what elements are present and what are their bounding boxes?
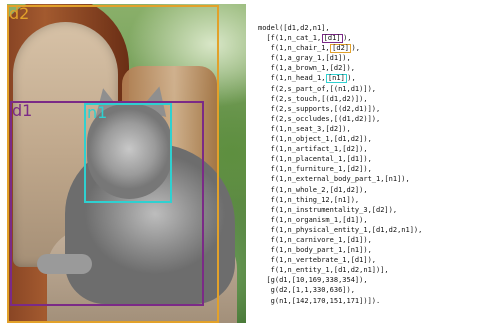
code-line: f(1,n_physical_entity_1,[d1,d2,n1]),	[258, 225, 472, 235]
code-line: f(2,s_part_of,[(n1,d1)]),	[258, 84, 472, 94]
code-line: f(2,s_occludes,[(d1,d2)]),	[258, 114, 472, 124]
code-line: [f(1,n_cat_1,[d1]),	[258, 33, 472, 44]
bbox-d2	[7, 5, 219, 323]
code-line: f(1,n_whole_2,[d1,d2]),	[258, 185, 472, 195]
code-text: f(2,s_supports,[(d2,d1)]),	[258, 104, 381, 113]
code-text: f(1,n_entity_1,[d1,d2,n1])],	[258, 266, 389, 275]
code-line: model([d1,d2,n1],	[258, 23, 472, 33]
code-line: f(1,n_instrumentality_3,[d2]),	[258, 205, 472, 215]
code-text: model([d1,d2,n1],	[258, 24, 330, 32]
code-text: g(n1,[142,170,151,171])]).	[258, 296, 381, 305]
code-text: f(1,n_body_part_1,[n1]),	[258, 246, 372, 255]
code-text: ),	[343, 34, 352, 43]
code-text: f(1,n_vertebrate_1,[d1]),	[258, 256, 377, 265]
bbox-n1	[84, 103, 172, 203]
code-text: f(1,n_carnivore_1,[d1]),	[258, 235, 372, 244]
code-text: f(1,n_whole_2,[d1,d2]),	[258, 185, 368, 194]
code-line: f(1,n_thing_12,[n1]),	[258, 195, 472, 205]
code-line: f(1,n_head_1,[n1]),	[258, 73, 472, 84]
code-text: f(2,s_part_of,[(n1,d1)]),	[258, 84, 377, 93]
code-line: g(n1,[142,170,151,171])]).	[258, 296, 472, 306]
code-text: f(2,s_occludes,[(d1,d2)]),	[258, 114, 381, 123]
highlighted-token: [d1]	[321, 34, 343, 44]
model-code-block: model([d1,d2,n1], [f(1,n_cat_1,[d1]), f(…	[258, 23, 472, 323]
code-line: f(1,a_gray_1,[d1]),	[258, 53, 472, 63]
bbox-label-d2: d2	[9, 4, 30, 23]
code-text: f(2,s_touch,[(d1,d2)]),	[258, 94, 368, 103]
highlighted-token: [n1]	[325, 74, 347, 84]
code-line: f(1,n_entity_1,[d1,d2,n1])],	[258, 265, 472, 275]
code-text: f(1,n_head_1,	[258, 74, 326, 83]
code-line: f(1,n_seat_3,[d2]),	[258, 124, 472, 134]
code-line: f(1,a_brown_1,[d2]),	[258, 63, 472, 73]
code-line: f(1,n_external_body_part_1,[n1]),	[258, 174, 472, 184]
bbox-d1	[10, 101, 204, 306]
highlighted-token: [d2]	[330, 44, 352, 54]
code-text: f(1,n_furniture_1,[d2]),	[258, 165, 372, 174]
code-line: g(d2,[1,1,330,636]),	[258, 285, 472, 295]
code-text: f(1,n_object_1,[d1,d2]),	[258, 135, 372, 144]
code-text: [f(1,n_cat_1,	[258, 34, 322, 43]
code-text: f(1,n_instrumentality_3,[d2]),	[258, 205, 398, 214]
code-line: [g(d1,[10,169,338,354]),	[258, 275, 472, 285]
code-text: f(1,a_gray_1,[d1]),	[258, 54, 351, 63]
code-text: f(1,n_physical_entity_1,[d1,d2,n1]),	[258, 225, 423, 234]
code-text: f(1,n_chair_1,	[258, 44, 330, 53]
code-line: f(1,n_vertebrate_1,[d1]),	[258, 255, 472, 265]
code-text: ),	[351, 44, 360, 53]
code-text: [g(d1,[10,169,338,354]),	[258, 276, 368, 285]
cat-head	[87, 104, 172, 199]
code-text: f(1,n_seat_3,[d2]),	[258, 124, 351, 133]
cat-on-chair-photo	[7, 4, 246, 323]
code-line: f(1,n_furniture_1,[d2]),	[258, 164, 472, 174]
code-line: f(1,n_object_1,[d1,d2]),	[258, 134, 472, 144]
code-line: f(1,n_artifact_1,[d2]),	[258, 144, 472, 154]
code-text: f(1,n_organism_1,[d1]),	[258, 215, 368, 224]
code-text: ),	[347, 74, 356, 83]
code-line: f(1,n_placental_1,[d1]),	[258, 154, 472, 164]
cat-paw	[37, 254, 92, 274]
code-text: f(1,n_placental_1,[d1]),	[258, 155, 372, 164]
code-text: f(1,n_thing_12,[n1]),	[258, 195, 360, 204]
code-line: f(1,n_organism_1,[d1]),	[258, 215, 472, 225]
code-text: f(1,n_artifact_1,[d2]),	[258, 145, 368, 154]
code-line: f(2,s_supports,[(d2,d1)]),	[258, 104, 472, 114]
code-line: f(1,n_body_part_1,[n1]),	[258, 245, 472, 255]
code-text: f(1,a_brown_1,[d2]),	[258, 64, 355, 73]
bbox-label-d1: d1	[12, 101, 33, 120]
code-line: f(1,n_carnivore_1,[d1]),	[258, 235, 472, 245]
code-text: f(1,n_external_body_part_1,[n1]),	[258, 175, 410, 184]
code-line: f(1,n_chair_1,[d2]),	[258, 43, 472, 54]
bbox-label-n1: n1	[87, 103, 108, 122]
code-line: f(2,s_touch,[(d1,d2)]),	[258, 94, 472, 104]
code-text: g(d2,[1,1,330,636]),	[258, 286, 355, 295]
